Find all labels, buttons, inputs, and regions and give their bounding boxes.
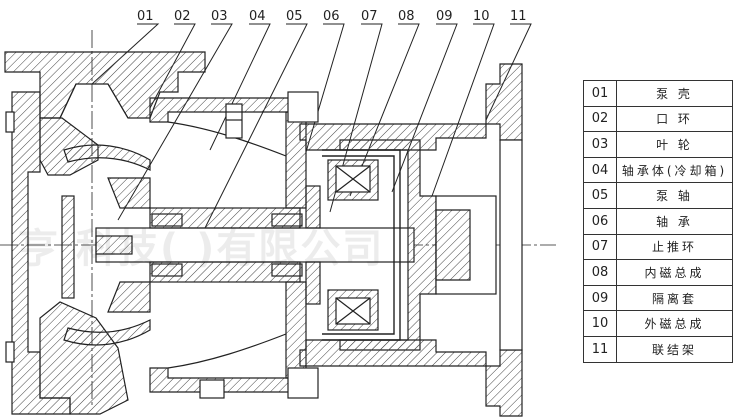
- part-name: 内磁总成: [616, 259, 733, 286]
- callout-09: 09: [436, 9, 453, 24]
- part-name: 轴 承: [616, 207, 733, 235]
- callout-06: 06: [323, 9, 340, 24]
- part-number: 03: [583, 131, 617, 158]
- bearings: [151, 213, 303, 277]
- inner-magnet: [327, 159, 379, 331]
- pump-shaft: [95, 207, 415, 283]
- part-number: 10: [583, 310, 617, 337]
- bearing-body: [149, 97, 307, 393]
- part-number: 06: [583, 207, 617, 235]
- part-number: 02: [583, 105, 617, 133]
- part-name: 叶 轮: [616, 131, 733, 158]
- watermark: 亨 科技( )有限公司: [18, 226, 384, 272]
- callout-01: 01: [137, 9, 154, 24]
- part-name: 口 环: [616, 105, 733, 133]
- thrust-ring: [305, 185, 321, 305]
- part-name: 联结架: [616, 335, 733, 363]
- callout-08: 08: [398, 9, 415, 24]
- callout-04: 04: [249, 9, 266, 24]
- part-number: 04: [583, 156, 617, 184]
- part-number: 11: [583, 335, 617, 363]
- part-name: 止推环: [616, 233, 733, 261]
- callout-02: 02: [174, 9, 191, 24]
- part-name: 泵 轴: [616, 182, 733, 209]
- callout-05: 05: [286, 9, 303, 24]
- callout-11: 11: [510, 9, 527, 24]
- part-number: 07: [583, 233, 617, 261]
- part-number: 09: [583, 284, 617, 312]
- callout-07: 07: [361, 9, 378, 24]
- part-name: 隔离套: [616, 284, 733, 312]
- outer-magnet: [339, 139, 497, 351]
- callout-03: 03: [211, 9, 228, 24]
- callout-10: 10: [473, 9, 490, 24]
- callout-labels: 01 02 03 04 05 06 07 08 09 10 11: [137, 9, 527, 24]
- impeller: [61, 144, 151, 346]
- part-name: 泵 壳: [616, 80, 733, 107]
- part-number: 08: [583, 259, 617, 286]
- part-name: 轴承体(冷却箱): [616, 156, 733, 184]
- part-name: 外磁总成: [616, 310, 733, 337]
- part-number: 05: [583, 182, 617, 209]
- part-number: 01: [583, 80, 617, 107]
- bracket: [199, 63, 523, 417]
